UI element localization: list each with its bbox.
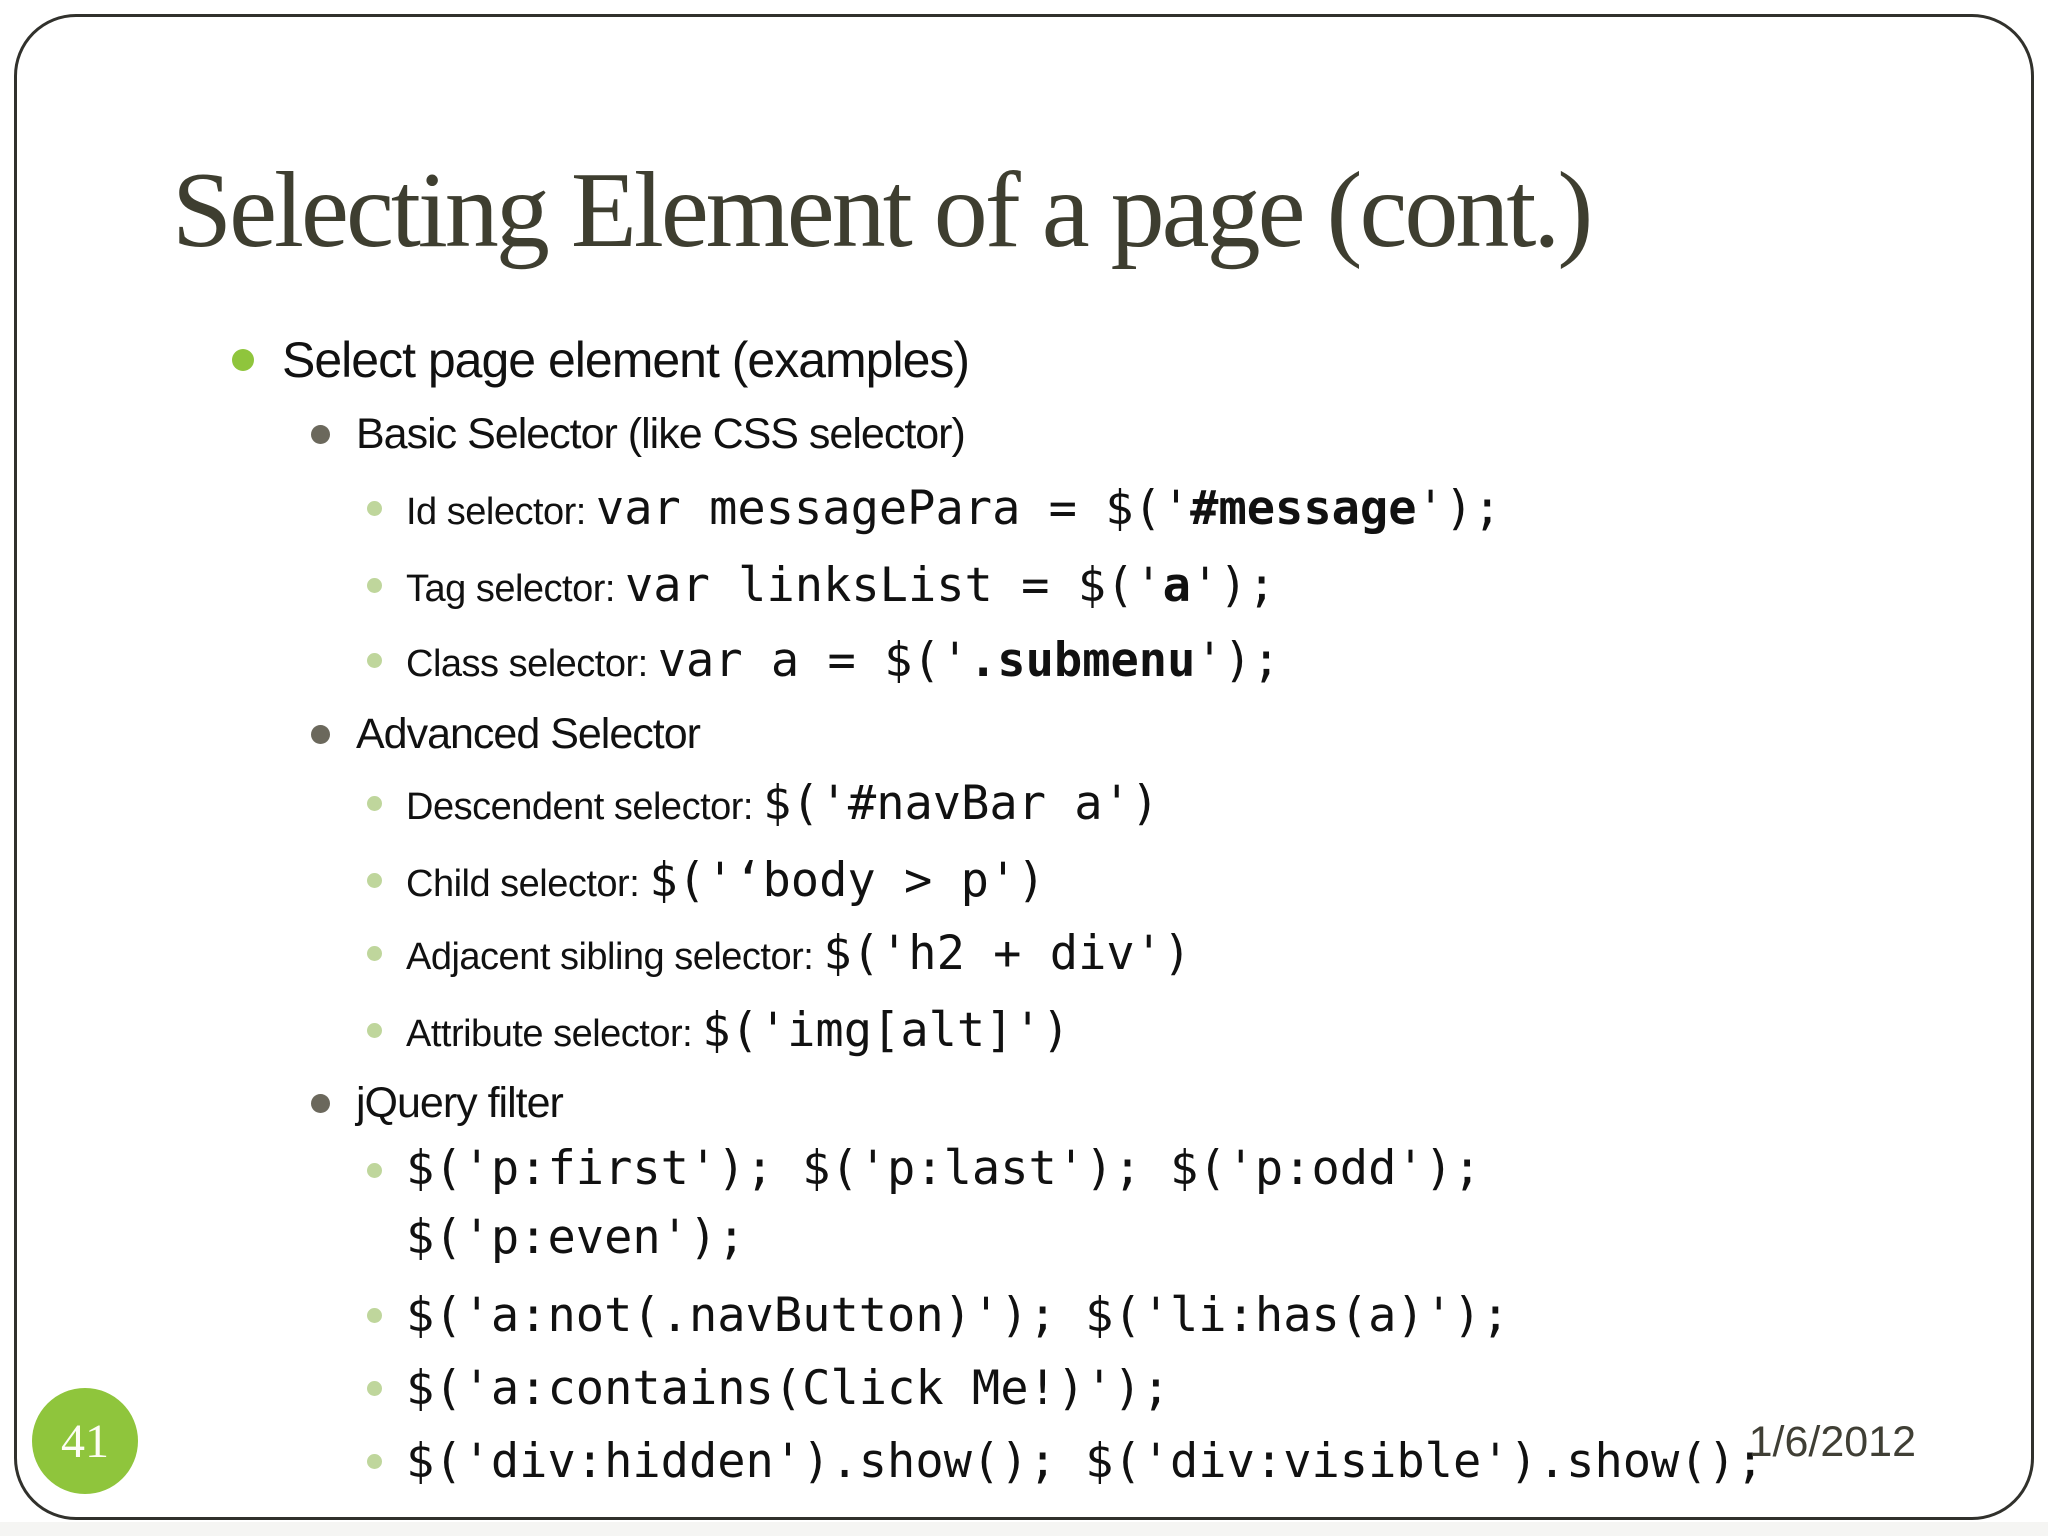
bullet-icon xyxy=(367,1454,382,1469)
list-item-text: $('a:not(.navButton)'); $('li:has(a)'); xyxy=(406,1285,1510,1358)
code-snippet: var messagePara = $('#message'); xyxy=(596,481,1502,536)
list-item-text: Select page element (examples) xyxy=(282,332,970,388)
list-item-level2-jquery-filter: jQuery filter xyxy=(0,1077,2048,1129)
list-item-child-selector: Child selector: $('‘body > p') xyxy=(0,850,2048,923)
slide-border-frame xyxy=(14,14,2034,1520)
bullet-icon xyxy=(367,1163,382,1178)
code-text-bold: .submenu xyxy=(969,633,1196,688)
list-item-tag-selector: Tag selector: var linksList = $('a'); xyxy=(0,555,2048,628)
list-item-text: Id selector: var messagePara = $('#messa… xyxy=(406,478,1501,551)
code-text: '); xyxy=(1190,558,1276,613)
bullet-icon xyxy=(232,349,254,371)
list-item-text: Descendent selector: $('#navBar a') xyxy=(406,773,1159,846)
list-item-class-selector: Class selector: var a = $('.submenu'); xyxy=(0,630,2048,703)
slide-edge-strip xyxy=(0,1522,2048,1536)
code-text-bold: #message xyxy=(1190,481,1417,536)
list-item-adjacent-sibling-selector: Adjacent sibling selector: $('h2 + div') xyxy=(0,923,2048,996)
code-snippet: $('img[alt]') xyxy=(702,1003,1071,1058)
list-item-filter-pfirst: $('p:first'); $('p:last'); $('p:odd'); $… xyxy=(0,1140,2048,1278)
list-item-text: jQuery filter xyxy=(356,1079,564,1127)
slide-body: Select page element (examples) Basic Sel… xyxy=(0,330,2048,1504)
bullet-icon xyxy=(311,725,330,744)
code-snippet: $('#navBar a') xyxy=(763,776,1160,831)
item-label: Child selector: xyxy=(406,863,650,905)
list-item-text: $('div:hidden').show(); $('div:visible')… xyxy=(406,1431,1764,1504)
list-item-text: Advanced Selector xyxy=(356,710,701,758)
bullet-icon xyxy=(367,1308,382,1323)
bullet-icon xyxy=(367,1381,382,1396)
code-snippet: var linksList = $('a'); xyxy=(625,558,1276,613)
code-text: '); xyxy=(1416,481,1502,536)
list-item-filter-divhidden: $('div:hidden').show(); $('div:visible')… xyxy=(0,1431,2048,1504)
code-snippet: $('‘body > p') xyxy=(649,853,1046,908)
page-number-badge: 41 xyxy=(32,1388,138,1494)
code-text: '); xyxy=(1195,633,1281,688)
item-label: Tag selector: xyxy=(406,568,625,610)
code-snippet: var a = $('.submenu'); xyxy=(658,633,1281,688)
code-text: var a = $(' xyxy=(657,633,970,688)
list-item-filter-anot: $('a:not(.navButton)'); $('li:has(a)'); xyxy=(0,1285,2048,1358)
code-snippet: $('h2 + div') xyxy=(823,926,1192,981)
list-item-text: Basic Selector (like CSS selector) xyxy=(356,410,966,458)
list-item-level1: Select page element (examples) xyxy=(0,330,2048,390)
list-item-text: Tag selector: var linksList = $('a'); xyxy=(406,555,1276,628)
bullet-icon xyxy=(367,946,382,961)
item-label: Class selector: xyxy=(406,643,658,685)
bullet-icon xyxy=(367,653,382,668)
list-item-descendent-selector: Descendent selector: $('#navBar a') xyxy=(0,773,2048,846)
page-number: 41 xyxy=(61,1414,109,1468)
bullet-icon xyxy=(367,873,382,888)
slide-date: 1/6/2012 xyxy=(1748,1418,1916,1466)
bullet-icon xyxy=(367,1023,382,1038)
list-item-text: $('a:contains(Click Me!)'); xyxy=(406,1358,1170,1431)
bullet-icon xyxy=(311,1094,330,1113)
item-label: Descendent selector: xyxy=(406,786,764,828)
code-text: var linksList = $(' xyxy=(625,558,1163,613)
list-item-level2-advanced-selector: Advanced Selector xyxy=(0,708,2048,760)
list-item-attribute-selector: Attribute selector: $('img[alt]') xyxy=(0,1000,2048,1073)
bullet-icon xyxy=(311,425,330,444)
bullet-icon xyxy=(367,796,382,811)
item-label: Attribute selector: xyxy=(406,1013,703,1055)
list-item-text: Attribute selector: $('img[alt]') xyxy=(406,1000,1070,1073)
list-item-id-selector: Id selector: var messagePara = $('#messa… xyxy=(0,478,2048,551)
code-text-bold: a xyxy=(1162,558,1191,613)
list-item-text: Child selector: $('‘body > p') xyxy=(406,850,1045,923)
code-snippet: $('a:contains(Click Me!)'); xyxy=(406,1361,1171,1416)
list-item-filter-acontains: $('a:contains(Click Me!)'); xyxy=(0,1358,2048,1431)
item-label: Adjacent sibling selector: xyxy=(406,936,824,978)
list-item-level2-basic-selector: Basic Selector (like CSS selector) xyxy=(0,408,2048,460)
code-snippet: $('div:hidden').show(); $('div:visible')… xyxy=(406,1434,1765,1489)
bullet-icon xyxy=(367,501,382,516)
list-item-text: Class selector: var a = $('.submenu'); xyxy=(406,630,1280,703)
bullet-icon xyxy=(367,578,382,593)
code-text: var messagePara = $(' xyxy=(595,481,1191,536)
slide-title: Selecting Element of a page (cont.) xyxy=(172,151,1593,270)
code-snippet: $('a:not(.navButton)'); $('li:has(a)'); xyxy=(406,1288,1510,1343)
list-item-text: $('p:first'); $('p:last'); $('p:odd'); $… xyxy=(406,1140,1556,1278)
list-item-text: Adjacent sibling selector: $('h2 + div') xyxy=(406,923,1191,996)
item-label: Id selector: xyxy=(406,491,596,533)
code-snippet: $('p:first'); $('p:last'); $('p:odd'); $… xyxy=(406,1141,1510,1265)
